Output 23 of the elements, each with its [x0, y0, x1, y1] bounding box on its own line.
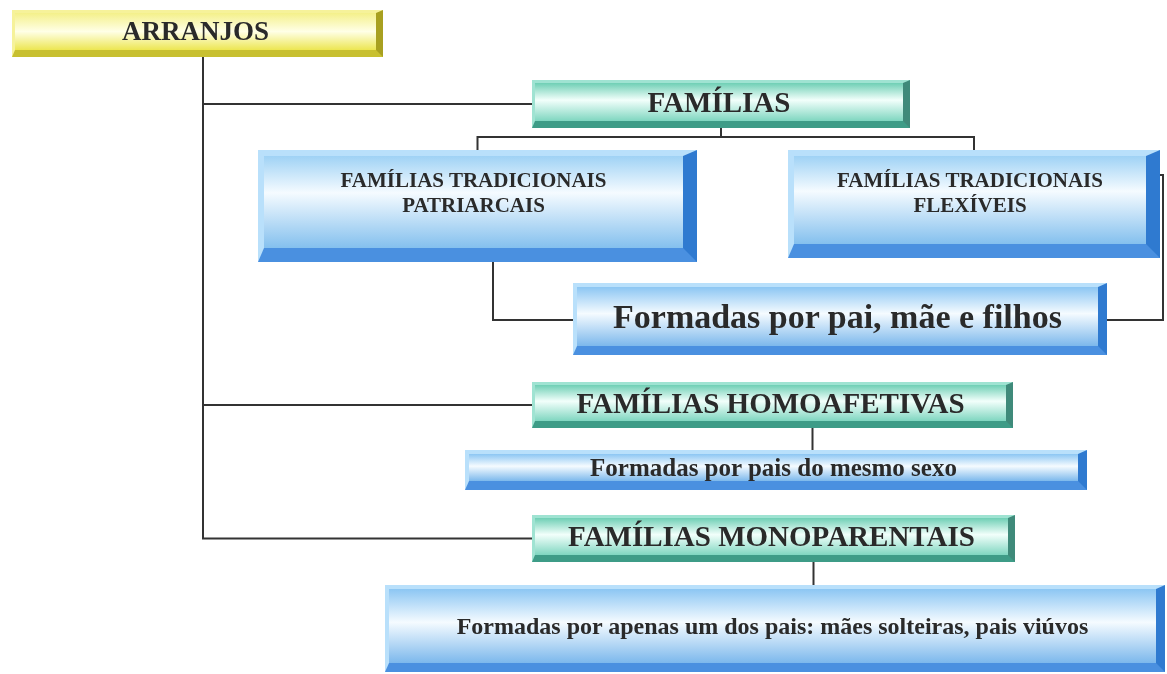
subcategory-box	[788, 150, 1160, 258]
box-text: FAMÍLIAS TRADICIONAIS PATRIARCAIS	[339, 168, 608, 218]
box-text: ARRANJOS	[121, 16, 270, 47]
box-text: Formadas por pais do mesmo sexo	[589, 453, 958, 482]
box-text: Formadas por apenas um dos pais: mães solteiras, pais viúvos	[455, 612, 1090, 640]
connector-line	[812, 561, 815, 586]
box-text: Formadas por pai, mãe e filhos	[612, 297, 1063, 336]
subcategory-box	[258, 150, 697, 262]
box-text: FAMÍLIAS HOMOAFETIVAS	[575, 386, 966, 420]
title-box	[12, 10, 383, 57]
box-text: FAMÍLIAS TRADICIONAIS FLEXÍVEIS	[836, 168, 1104, 218]
connector-line	[492, 261, 574, 321]
description-box	[465, 450, 1087, 490]
connector-line	[720, 127, 975, 151]
connector-line	[811, 427, 814, 451]
description-box	[385, 585, 1165, 672]
box-text: FAMÍLIAS MONOPARENTAIS	[567, 520, 976, 553]
category-box	[532, 515, 1015, 562]
connector-line	[1106, 174, 1164, 321]
box-text: FAMÍLIAS	[646, 85, 792, 119]
category-box	[532, 382, 1013, 428]
category-box	[532, 80, 910, 128]
description-box	[573, 283, 1107, 355]
